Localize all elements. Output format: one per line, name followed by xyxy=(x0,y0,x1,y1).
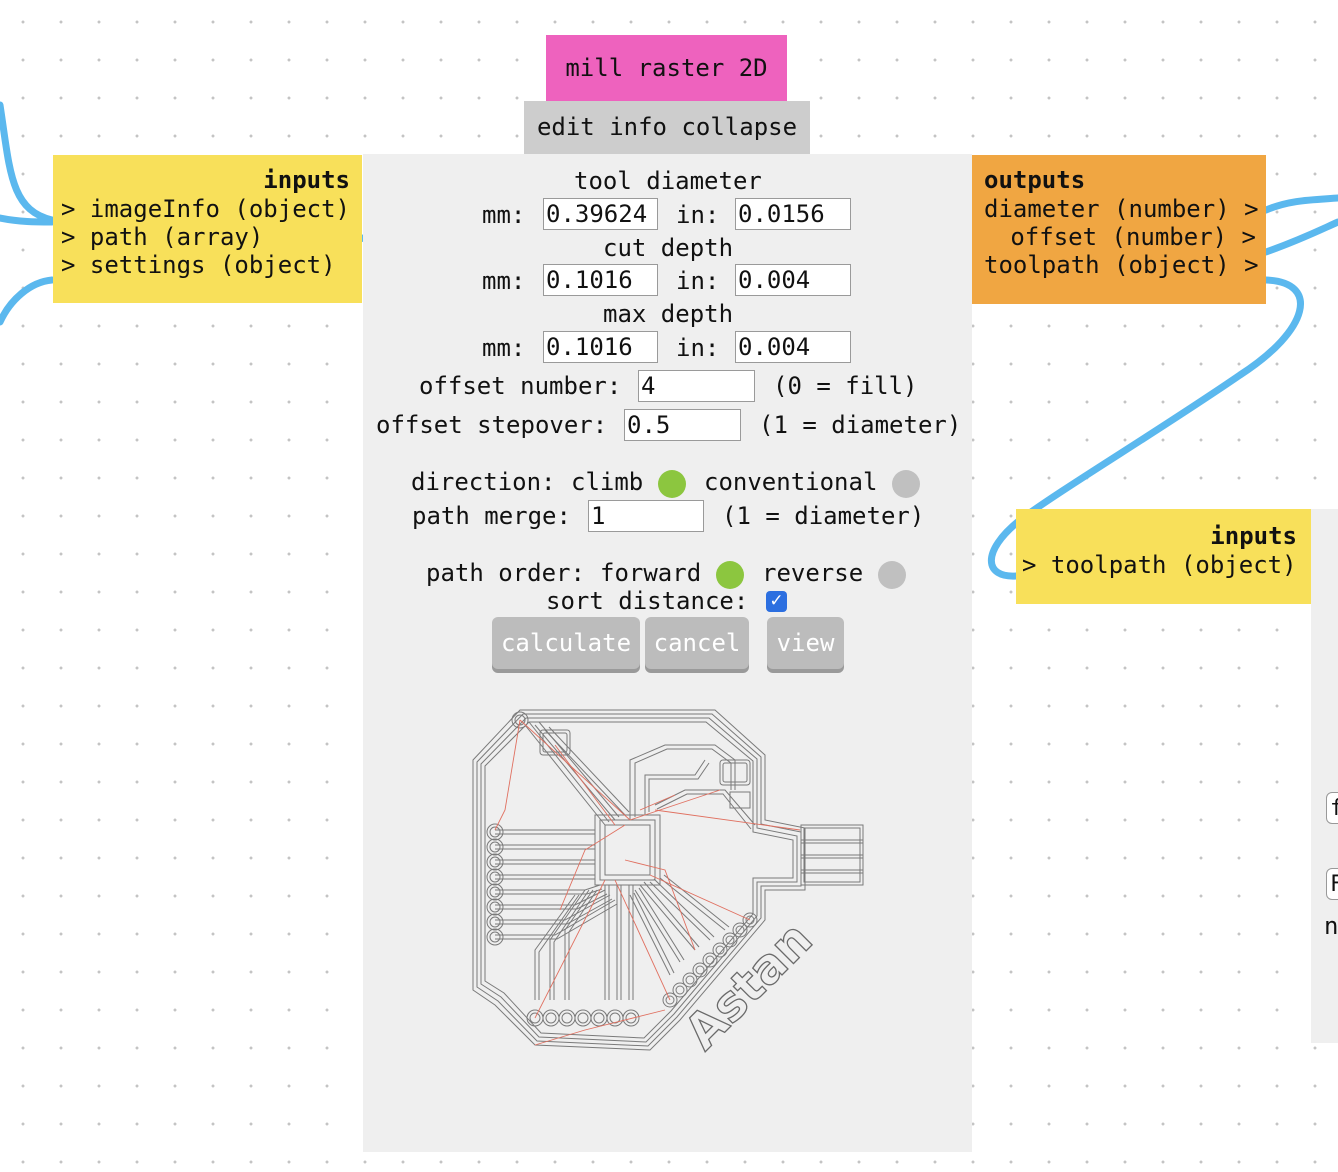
input-port-path[interactable]: > path (array) xyxy=(61,223,264,251)
wire-out-1 xyxy=(1262,194,1338,214)
cut-depth-mm-label: mm: xyxy=(482,267,526,295)
next-node-inputs-box: inputs > toolpath (object) xyxy=(1016,509,1311,604)
cut-depth-mm-input[interactable] xyxy=(543,264,658,296)
tool-diameter-mm-label: mm: xyxy=(482,201,526,229)
cut-depth-in-label: in: xyxy=(676,267,720,295)
direction-conventional-label: conventional xyxy=(704,468,878,496)
cancel-button[interactable]: cancel xyxy=(645,617,749,669)
max-depth-in-input[interactable] xyxy=(735,331,851,363)
tool-diameter-label: tool diameter xyxy=(574,167,762,195)
tool-diameter-in-label: in: xyxy=(676,201,720,229)
node-title[interactable]: mill raster 2D xyxy=(546,35,787,101)
outputs-box: outputs diameter (number) > offset (numb… xyxy=(972,155,1266,304)
calculate-button[interactable]: calculate xyxy=(492,617,640,669)
max-depth-label: max depth xyxy=(603,300,734,328)
outputs-header: outputs xyxy=(984,166,1086,194)
max-depth-in-label: in: xyxy=(676,334,720,362)
next-node-port-toolpath[interactable]: > toolpath (object) xyxy=(1022,551,1297,579)
direction-conventional-radio[interactable] xyxy=(892,470,920,498)
input-port-imageinfo[interactable]: > imageInfo (object) xyxy=(61,195,350,223)
sort-distance-checkbox[interactable]: ✓ xyxy=(766,591,787,612)
output-port-diameter[interactable]: diameter (number) > xyxy=(984,195,1259,223)
input-port-settings[interactable]: > settings (object) xyxy=(61,251,336,279)
path-order-forward-label: forward xyxy=(600,559,702,587)
direction-label: direction: xyxy=(411,468,556,496)
path-order-forward-radio[interactable] xyxy=(716,561,744,589)
output-port-offset[interactable]: offset (number) > xyxy=(1010,223,1256,251)
offset-stepover-input[interactable] xyxy=(624,409,741,441)
path-order-label: path order: xyxy=(426,559,585,587)
max-depth-mm-input[interactable] xyxy=(543,331,658,363)
sort-distance-label: sort distance: xyxy=(546,587,749,615)
wire-in-3 xyxy=(0,276,56,326)
path-order-reverse-radio[interactable] xyxy=(878,561,906,589)
path-merge-label: path merge: xyxy=(412,502,571,530)
next-node-inputs-header: inputs xyxy=(1210,522,1297,550)
path-order-reverse-label: reverse xyxy=(762,559,864,587)
wire-out-2 xyxy=(1262,218,1338,256)
wire-in-1 xyxy=(0,101,56,224)
toolpath-preview: Astan xyxy=(472,709,864,1055)
cut-depth-in-input[interactable] xyxy=(735,264,851,296)
next-node-panel xyxy=(1311,509,1338,1043)
output-port-toolpath[interactable]: toolpath (object) > xyxy=(984,251,1259,279)
cut-depth-label: cut depth xyxy=(603,234,734,262)
inputs-box: inputs > imageInfo (object) > path (arra… xyxy=(53,155,362,303)
node-menu[interactable]: edit info collapse xyxy=(524,101,810,154)
direction-climb-radio[interactable] xyxy=(658,470,686,498)
offset-stepover-label: offset stepover: xyxy=(376,411,608,439)
direction-climb-label: climb xyxy=(571,468,644,496)
tool-diameter-in-input[interactable] xyxy=(735,198,851,230)
offset-stepover-hint: (1 = diameter) xyxy=(759,411,962,439)
offset-number-hint: (0 = fill) xyxy=(773,372,918,400)
path-merge-hint: (1 = diameter) xyxy=(722,502,925,530)
offset-number-input[interactable] xyxy=(638,370,755,402)
offset-number-label: offset number: xyxy=(419,372,622,400)
max-depth-mm-label: mm: xyxy=(482,334,526,362)
next-node-partial-input-1[interactable]: f xyxy=(1326,792,1338,824)
tool-diameter-mm-input[interactable] xyxy=(543,198,658,230)
wire-in-2 xyxy=(0,214,56,226)
view-button[interactable]: view xyxy=(767,617,844,669)
next-node-partial-input-2[interactable]: F xyxy=(1326,868,1338,900)
next-node-partial-text: n xyxy=(1324,912,1338,940)
inputs-header: inputs xyxy=(263,166,350,194)
path-merge-input[interactable] xyxy=(588,500,704,532)
